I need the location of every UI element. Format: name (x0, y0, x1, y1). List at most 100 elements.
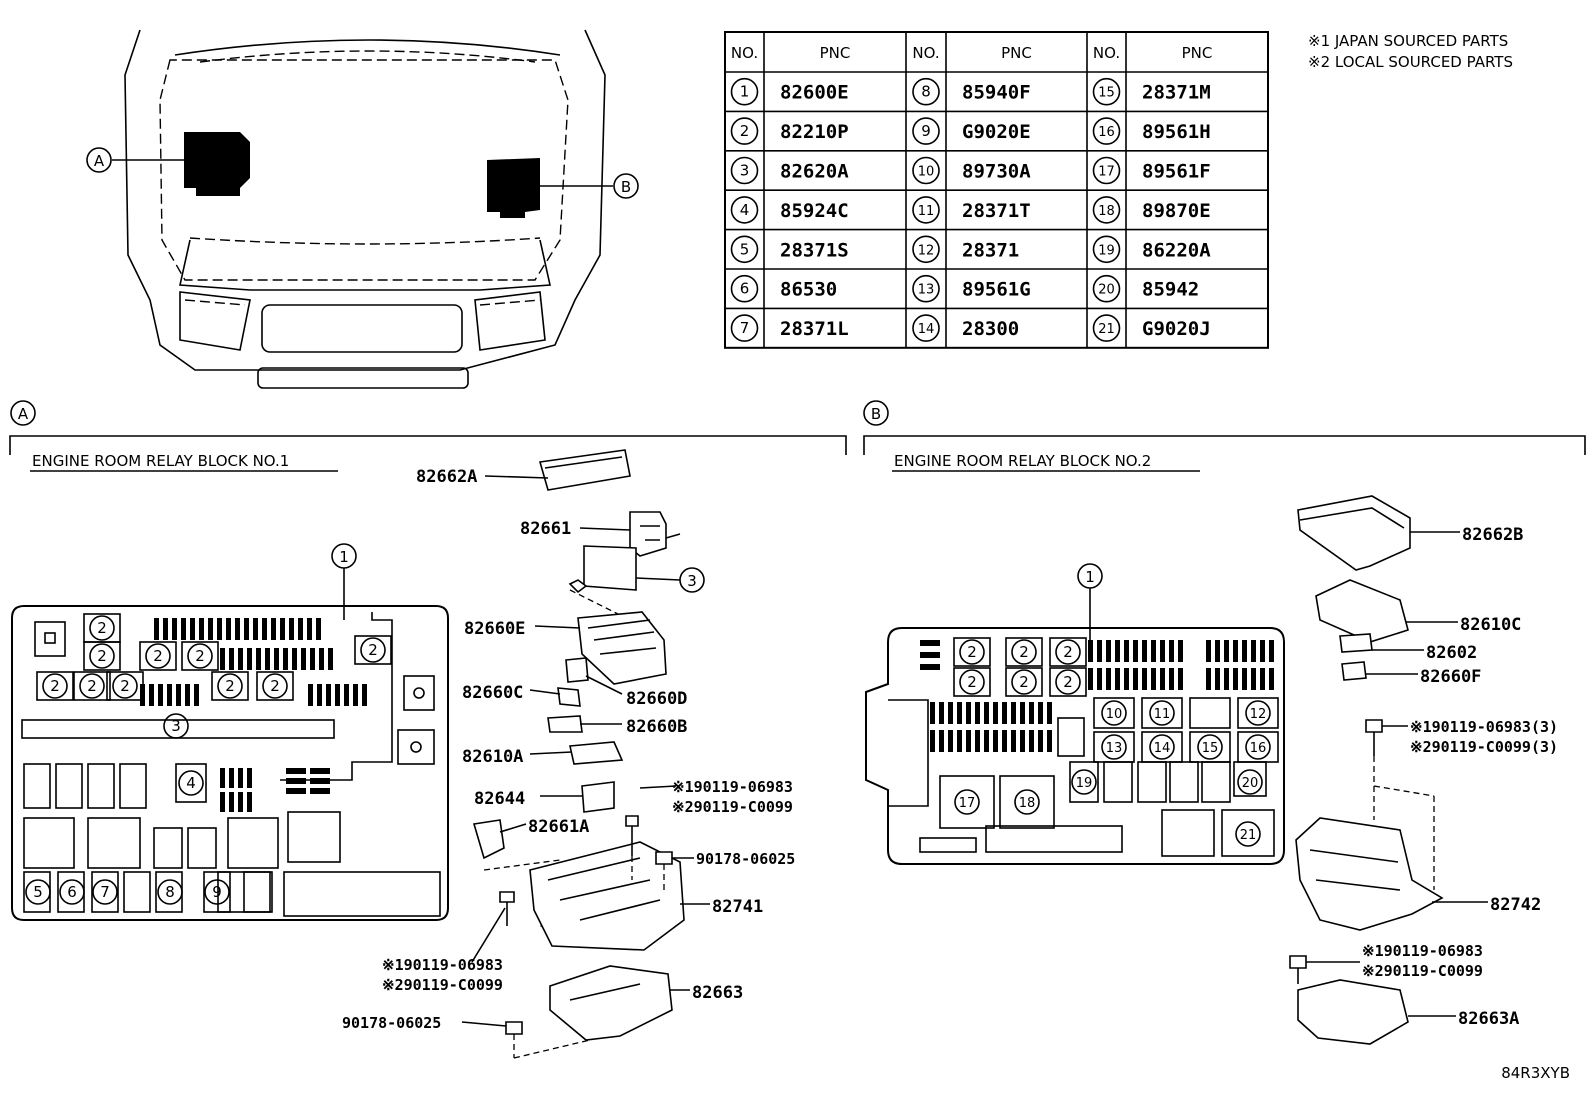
position-callout: 2 (270, 677, 280, 695)
fuse (247, 648, 252, 670)
fuse (220, 768, 225, 788)
position-callout: 14 (1154, 741, 1171, 756)
callout-a-section: A (18, 405, 29, 423)
label-82661A: 82661A (528, 817, 589, 837)
fuse (286, 778, 306, 784)
table-cell-no: 8 (921, 83, 931, 101)
fuse (1251, 640, 1256, 662)
position-callout: 3 (171, 717, 181, 735)
exploded-parts-a: 1 3 82662A 82661 82660E 82660C 82660D 82… (331, 449, 795, 1059)
table-cell-pnc: 28371T (962, 200, 1031, 222)
fuse (1088, 640, 1093, 662)
fuse (966, 702, 971, 724)
table-cell-pnc: 85940F (962, 82, 1031, 104)
label-82610A: 82610A (462, 747, 523, 767)
fuse (1106, 668, 1111, 690)
section-a-title: ENGINE ROOM RELAY BLOCK NO.1 (32, 452, 289, 470)
fuse (1047, 730, 1052, 752)
table-cell-pnc: 86220A (1142, 239, 1211, 261)
table-cell-pnc: 82600E (780, 82, 849, 104)
fuse (307, 618, 312, 640)
section-b: B ENGINE ROOM RELAY BLOCK NO.2 (863, 400, 1586, 1045)
fuse (966, 730, 971, 752)
fuse (957, 730, 962, 752)
fuse (1142, 640, 1147, 662)
fuse (984, 702, 989, 724)
fuse (1097, 668, 1102, 690)
table-header: PNC (1001, 44, 1032, 62)
table-cell-no: 9 (921, 122, 931, 140)
fuse (1260, 668, 1265, 690)
fuse (199, 618, 204, 640)
fuse (283, 648, 288, 670)
fuse (1269, 640, 1274, 662)
position-callout: 2 (368, 641, 378, 659)
fuse (1215, 640, 1220, 662)
fuse (1260, 640, 1265, 662)
fuse (238, 792, 243, 812)
table-cell-no: 17 (1098, 165, 1115, 180)
label-bolt-a2-japan: ※190119-06983 (382, 956, 503, 974)
fuse (185, 684, 190, 706)
table-cell-no: 16 (1098, 125, 1115, 140)
position-callout: 2 (967, 643, 977, 661)
fuse (920, 640, 940, 646)
label-82663: 82663 (692, 983, 743, 1003)
fuse (220, 792, 225, 812)
fuse (163, 618, 168, 640)
position-callout: 7 (100, 883, 110, 901)
callout-b-section: B (871, 405, 881, 423)
table-cell-no: 6 (740, 280, 750, 298)
position-callout: 13 (1106, 741, 1123, 756)
fuse (310, 778, 330, 784)
fuse (975, 730, 980, 752)
position-callout: 18 (1019, 796, 1036, 811)
fuse (319, 648, 324, 670)
position-callout: 17 (959, 796, 976, 811)
fuse (154, 618, 159, 640)
fuse (181, 618, 186, 640)
position-callout: 2 (50, 677, 60, 695)
table-cell-no: 7 (740, 319, 750, 337)
position-callout: 21 (1240, 828, 1257, 843)
section-b-title: ENGINE ROOM RELAY BLOCK NO.2 (894, 452, 1151, 470)
fuse (1233, 640, 1238, 662)
label-bolt-b2-japan: ※190119-06983 (1362, 942, 1483, 960)
table-cell-pnc: 28371S (780, 239, 849, 261)
table-cell-pnc: 89561F (1142, 161, 1211, 183)
table-cell-no: 4 (740, 201, 750, 219)
fuse (1224, 668, 1229, 690)
label-82660F: 82660F (1420, 667, 1481, 687)
table-cell-no: 15 (1098, 86, 1115, 101)
fuse (244, 618, 249, 640)
fuse (149, 684, 154, 706)
fuse (253, 618, 258, 640)
label-82610C: 82610C (1460, 615, 1521, 635)
fuse (1242, 640, 1247, 662)
table-cell-no: 13 (918, 283, 935, 298)
relay-block-b-location (487, 158, 540, 218)
label-82661: 82661 (520, 519, 571, 539)
table-cell-no: 21 (1098, 322, 1115, 337)
fuse (1097, 640, 1102, 662)
table-cell-no: 18 (1098, 204, 1115, 219)
fuse (316, 618, 321, 640)
fuse (326, 684, 331, 706)
position-callout: 2 (1019, 643, 1029, 661)
fuse (344, 684, 349, 706)
table-cell-pnc: 28371M (1142, 82, 1211, 104)
table-cell-no: 2 (740, 122, 750, 140)
fuse (280, 618, 285, 640)
fuse (1224, 640, 1229, 662)
label-82741: 82741 (712, 897, 763, 917)
fuse (1002, 730, 1007, 752)
fuse (1242, 668, 1247, 690)
exploded-parts-b: 1 82662B 82610C 82602 82660F ※190119-069… (1077, 495, 1558, 1045)
fuse (229, 648, 234, 670)
callout-a-top: A (94, 152, 105, 170)
fuse (310, 768, 330, 774)
table-header: NO. (731, 44, 758, 62)
